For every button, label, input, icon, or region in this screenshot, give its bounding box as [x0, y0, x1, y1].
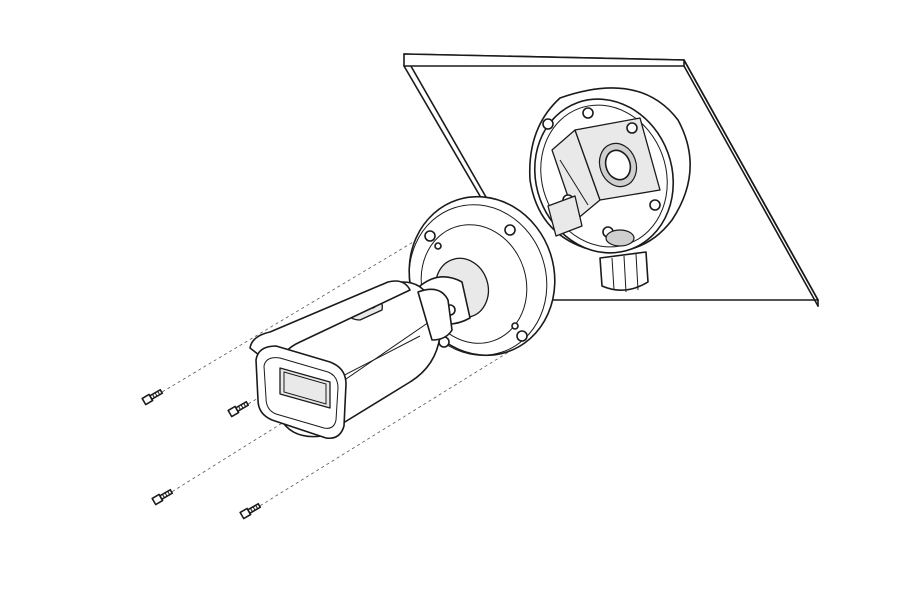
- screw: [239, 502, 262, 520]
- screw: [151, 488, 174, 506]
- junction-box: [528, 87, 691, 254]
- screw: [141, 388, 164, 406]
- screw: [227, 400, 250, 418]
- lens-window: [279, 367, 331, 409]
- cable-gland: [599, 251, 649, 293]
